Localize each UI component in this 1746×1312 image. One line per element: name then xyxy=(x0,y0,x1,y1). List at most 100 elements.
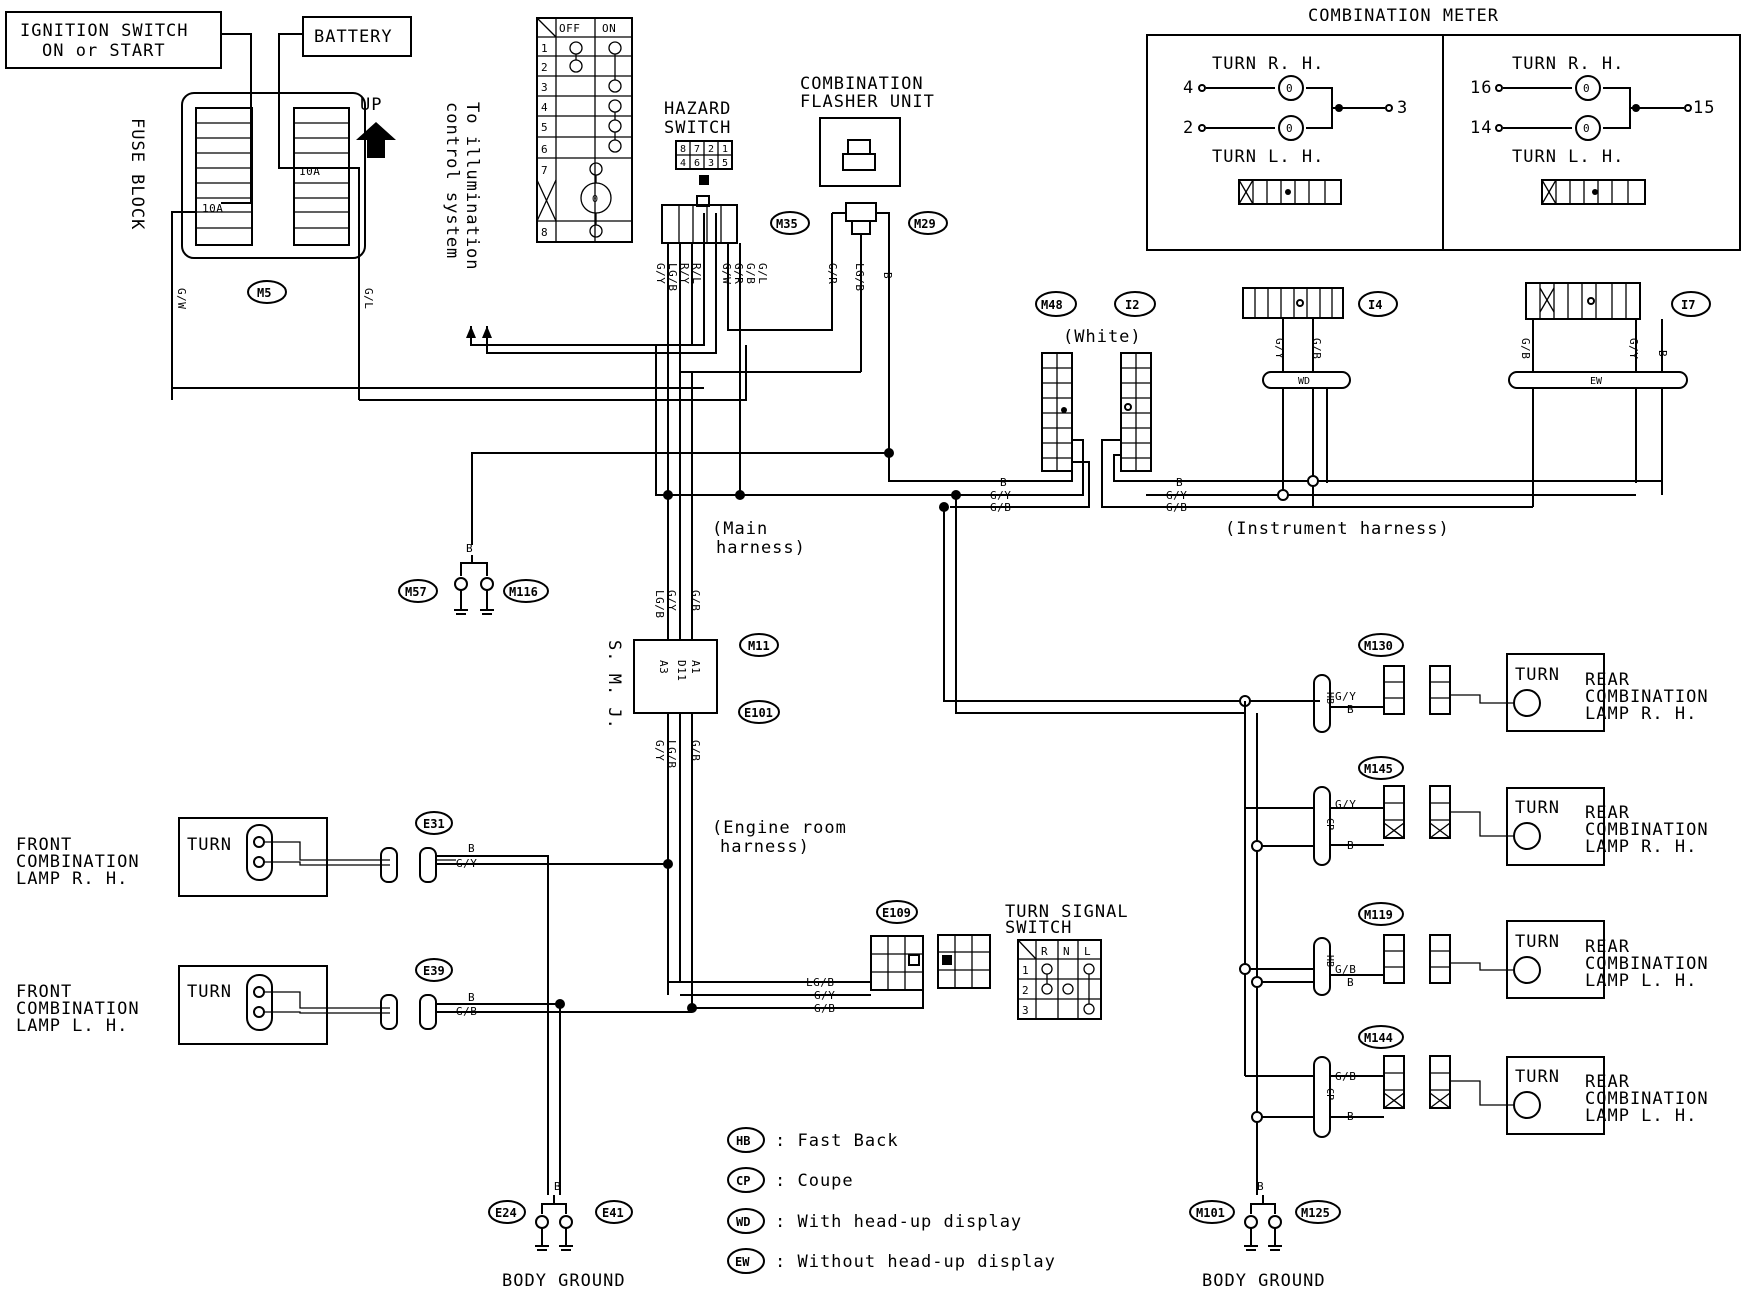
svg-text:LAMP R. H.: LAMP R. H. xyxy=(16,869,128,889)
svg-text:0: 0 xyxy=(1583,122,1590,135)
svg-text:TURN L. H.: TURN L. H. xyxy=(1512,147,1624,167)
svg-text:5: 5 xyxy=(541,121,548,134)
svg-text:G/Y: G/Y xyxy=(665,590,678,611)
svg-text:2: 2 xyxy=(541,61,548,74)
svg-text:M29: M29 xyxy=(914,217,936,231)
hazard-header-on: ON xyxy=(602,22,616,35)
svg-text:E41: E41 xyxy=(602,1206,624,1220)
connector-e41: E41 xyxy=(595,1200,633,1224)
connector-i2: I2 xyxy=(1114,291,1156,317)
hazard-switch-connector xyxy=(661,195,738,244)
svg-text:G/Y: G/Y xyxy=(1273,338,1286,359)
svg-text:M35: M35 xyxy=(776,217,798,231)
svg-text:TURN R. H.: TURN R. H. xyxy=(1212,54,1324,74)
svg-text:E24: E24 xyxy=(495,1206,517,1220)
illumination-label-2: control system xyxy=(442,102,462,259)
body-ground-right-symbol xyxy=(1244,1215,1282,1251)
rear-lamp-3: TURN xyxy=(1450,920,1605,999)
combination-meter-box: TURN R. H. TURN L. H. 4 2 3 0 0 TURN R. … xyxy=(1146,34,1741,251)
svg-text:TURN: TURN xyxy=(187,835,232,855)
ground-m57-symbol xyxy=(454,577,494,615)
svg-text:4: 4 xyxy=(1183,78,1194,98)
connector-m125: M125 xyxy=(1295,1200,1341,1224)
legend: HB : Fast Back CP : Coupe WD : With head… xyxy=(727,1127,1055,1274)
rear-lamp-2: TURN xyxy=(1450,787,1605,866)
ignition-switch: IGNITION SWITCH ON or START xyxy=(5,11,222,69)
svg-text:R: R xyxy=(1041,945,1048,958)
svg-text:G/B: G/B xyxy=(990,501,1011,514)
front-lh-lamp: TURN xyxy=(178,965,390,1045)
svg-text:D11: D11 xyxy=(675,660,688,681)
svg-text:TURN: TURN xyxy=(1515,932,1560,952)
rear-lamp-1: TURN xyxy=(1450,653,1605,732)
svg-text:G/L: G/L xyxy=(756,263,769,284)
svg-text:8: 8 xyxy=(680,144,686,155)
svg-text:M130: M130 xyxy=(1364,639,1393,653)
svg-text:FRONT: FRONT xyxy=(16,835,72,855)
svg-text:B: B xyxy=(468,842,475,855)
svg-text:TURN R. H.: TURN R. H. xyxy=(1512,54,1624,74)
svg-text:7: 7 xyxy=(694,144,700,155)
svg-text:EW: EW xyxy=(735,1255,750,1269)
svg-text:M116: M116 xyxy=(509,585,538,599)
svg-text:G/B: G/B xyxy=(744,263,757,284)
svg-text:LG/B: LG/B xyxy=(653,590,666,619)
svg-text:TURN: TURN xyxy=(1515,798,1560,818)
connector-e101: E101 xyxy=(738,700,780,724)
svg-text:M11: M11 xyxy=(748,639,770,653)
svg-text:COMBINATION: COMBINATION xyxy=(1585,687,1709,707)
svg-text:N: N xyxy=(1063,945,1070,958)
svg-text:REAR: REAR xyxy=(1585,937,1630,957)
hazard-switch-label-2: SWITCH xyxy=(664,118,731,138)
svg-text:COMBINATION: COMBINATION xyxy=(1585,820,1709,840)
engine-room-label-2: harness) xyxy=(720,837,810,857)
svg-text:LAMP R. H.: LAMP R. H. xyxy=(1585,704,1697,724)
svg-text:1: 1 xyxy=(1022,964,1029,977)
turn-signal-label-2: SWITCH xyxy=(1005,918,1072,938)
hazard-switch-pin-chart: 8 7 2 1 4 6 3 5 xyxy=(675,140,733,185)
svg-text:LAMP R. H.: LAMP R. H. xyxy=(1585,837,1697,857)
connector-m101: M101 xyxy=(1189,1200,1235,1224)
svg-text:R/L: R/L xyxy=(690,263,703,284)
m119-connector xyxy=(1383,934,1451,984)
body-ground-right-label: BODY GROUND xyxy=(1202,1271,1326,1291)
svg-text:I4: I4 xyxy=(1368,298,1382,312)
svg-text:G/Y: G/Y xyxy=(653,740,666,761)
i2-connector-body xyxy=(1120,352,1152,472)
connector-e31: E31 xyxy=(415,811,453,835)
svg-text:1: 1 xyxy=(541,42,548,55)
turn-signal-connector xyxy=(937,934,991,989)
svg-text:2: 2 xyxy=(708,144,714,155)
svg-text:TURN: TURN xyxy=(187,982,232,1002)
svg-text:I2: I2 xyxy=(1125,298,1139,312)
connector-m11: M11 xyxy=(739,633,779,657)
svg-text:7: 7 xyxy=(541,164,548,177)
connector-m119: M119 xyxy=(1358,902,1404,926)
svg-text:2: 2 xyxy=(1022,984,1029,997)
connector-e24: E24 xyxy=(488,1200,526,1224)
svg-text:B: B xyxy=(1176,476,1183,489)
hazard-lamp-symbol: Θ xyxy=(592,194,598,205)
svg-text:B: B xyxy=(466,542,473,555)
ew-band: EW xyxy=(1508,371,1688,389)
up-label: UP xyxy=(360,95,382,115)
flasher-connector xyxy=(845,202,877,235)
svg-text:LAMP L. H.: LAMP L. H. xyxy=(1585,971,1697,991)
main-harness-label-1: (Main xyxy=(712,519,768,539)
svg-text:WD: WD xyxy=(1298,376,1310,387)
svg-text:L: L xyxy=(1084,945,1091,958)
fuse-10a-right: 10A xyxy=(299,165,320,178)
svg-text:M125: M125 xyxy=(1301,1206,1330,1220)
connector-m57: M57 xyxy=(398,579,438,603)
svg-text:0: 0 xyxy=(1286,82,1293,95)
svg-text:G/Y: G/Y xyxy=(654,263,667,284)
connector-i4: I4 xyxy=(1358,291,1398,317)
svg-text:G/W: G/W xyxy=(720,263,733,284)
wd-band: WD xyxy=(1262,371,1351,389)
svg-text:TURN: TURN xyxy=(1515,665,1560,685)
svg-text:B: B xyxy=(468,991,475,1004)
svg-text:16: 16 xyxy=(1470,78,1492,98)
up-arrow: UP xyxy=(356,95,396,158)
battery: BATTERY xyxy=(302,16,412,57)
